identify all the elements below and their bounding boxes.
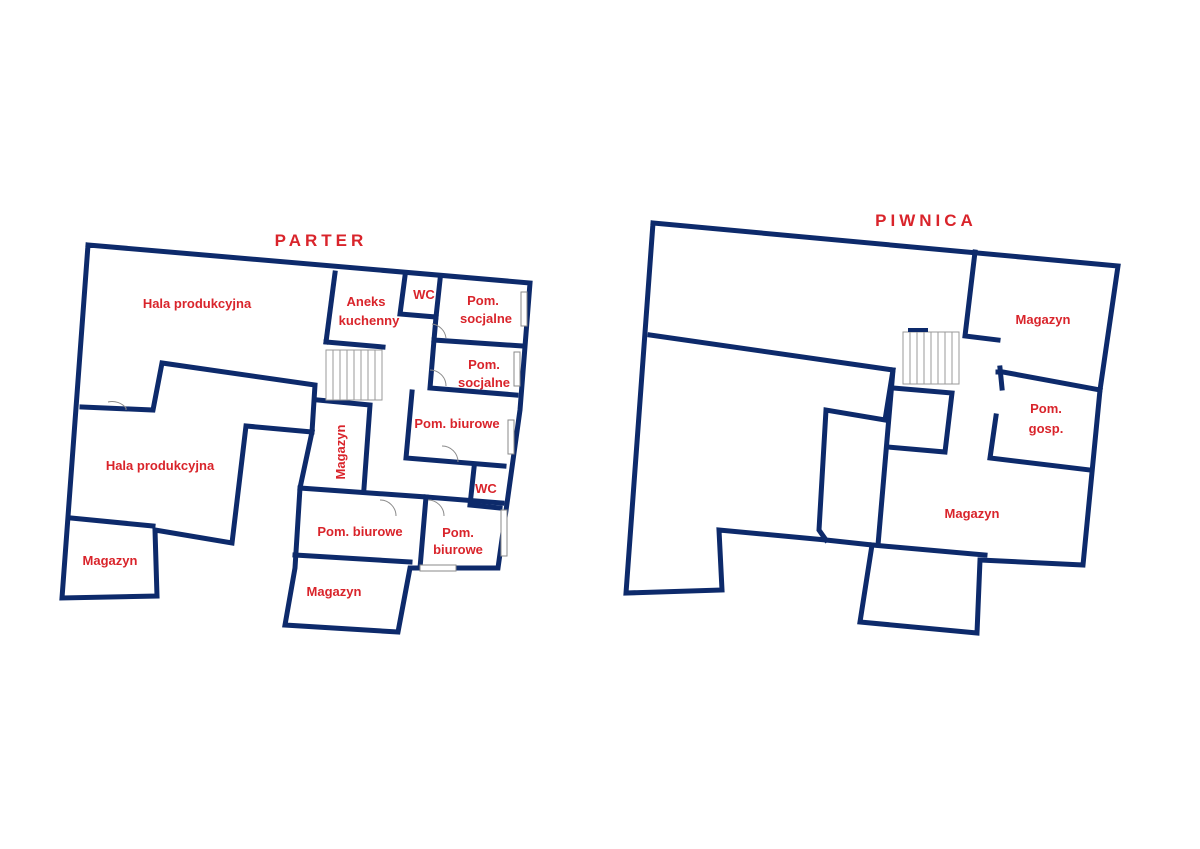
piwnica-ne-bottom-wall: [997, 365, 1005, 391]
parter-hall-divider-wall: [79, 360, 318, 435]
room-label: WC: [413, 287, 435, 302]
parter-aneks-bottom-wall: [323, 339, 386, 350]
piwnica-room-labels: Magazyn Pom. gosp. Magazyn: [945, 312, 1071, 521]
parter-windows: [419, 291, 528, 572]
piwnica-small-room-wall: [885, 385, 955, 455]
room-label: kuchenny: [339, 313, 400, 328]
piwnica-title: PIWNICA: [875, 211, 977, 230]
parter-doors: [107, 323, 459, 517]
piwnica-top-divider-wall: [647, 332, 896, 544]
piwnica-mid-column-wall: [875, 367, 896, 548]
window: [507, 419, 515, 455]
window: [520, 291, 528, 327]
room-label: Aneks: [346, 294, 385, 309]
room-label: Magazyn: [307, 584, 362, 599]
room-label: Pom.: [1030, 401, 1062, 416]
room-label: Hala produkcyjna: [143, 296, 252, 311]
room-label: Magazyn: [1016, 312, 1071, 327]
door-swing: [107, 401, 127, 410]
room-label: Magazyn: [333, 424, 348, 479]
piwnica-walls: [623, 220, 1121, 636]
parter-title: PARTER: [275, 231, 368, 250]
parter-room-labels: Hala produkcyjna Hala produkcyjna Magazy…: [83, 287, 512, 599]
window: [513, 351, 521, 387]
parter-outer-wall: [59, 242, 533, 635]
parter-wc-bottom-wall: [467, 465, 503, 511]
parter-biurowe-se-top-wall: [423, 494, 505, 506]
door-swing: [429, 369, 447, 387]
room-label: socjalne: [458, 375, 510, 390]
parter-socjalne2-wall: [427, 337, 519, 398]
door-swing: [379, 499, 397, 517]
piwnica-stairs: [902, 328, 960, 385]
door-swing: [441, 445, 459, 463]
parter-stairs: [325, 349, 383, 401]
parter-biurowe-e-wall: [403, 389, 507, 469]
room-label: Hala produkcyjna: [106, 458, 215, 473]
window: [500, 509, 508, 557]
room-label: Pom.: [468, 357, 500, 372]
window: [419, 564, 457, 572]
piwnica-plan: PIWNICA: [623, 211, 1121, 636]
room-label: socjalne: [460, 311, 512, 326]
parter-aneks-left-wall: [323, 270, 338, 345]
piwnica-ne-left-wall: [962, 249, 1001, 343]
piwnica-bottom-wall: [869, 542, 988, 558]
room-label: biurowe: [433, 542, 483, 557]
parter-walls: [59, 242, 533, 635]
room-label: gosp.: [1029, 421, 1064, 436]
room-label: Pom. biurowe: [414, 416, 499, 431]
parter-magazyn-sw-wall: [68, 515, 156, 529]
room-label: WC: [475, 481, 497, 496]
parter-plan: PARTER: [59, 231, 533, 635]
piwnica-gosp-left-wall: [987, 413, 1093, 473]
room-label: Magazyn: [945, 506, 1000, 521]
room-label: Magazyn: [83, 553, 138, 568]
parter-magazyn-mid-wall: [315, 397, 373, 491]
room-label: Pom.: [467, 293, 499, 308]
room-label: Pom. biurowe: [317, 524, 402, 539]
room-label: Pom.: [442, 525, 474, 540]
door-swing: [427, 499, 445, 517]
parter-magazyn-bottom-wall: [292, 552, 413, 565]
piwnica-gosp-wall: [995, 369, 1103, 393]
parter-wc-top-wall: [397, 273, 443, 320]
door-swing: [431, 323, 447, 339]
